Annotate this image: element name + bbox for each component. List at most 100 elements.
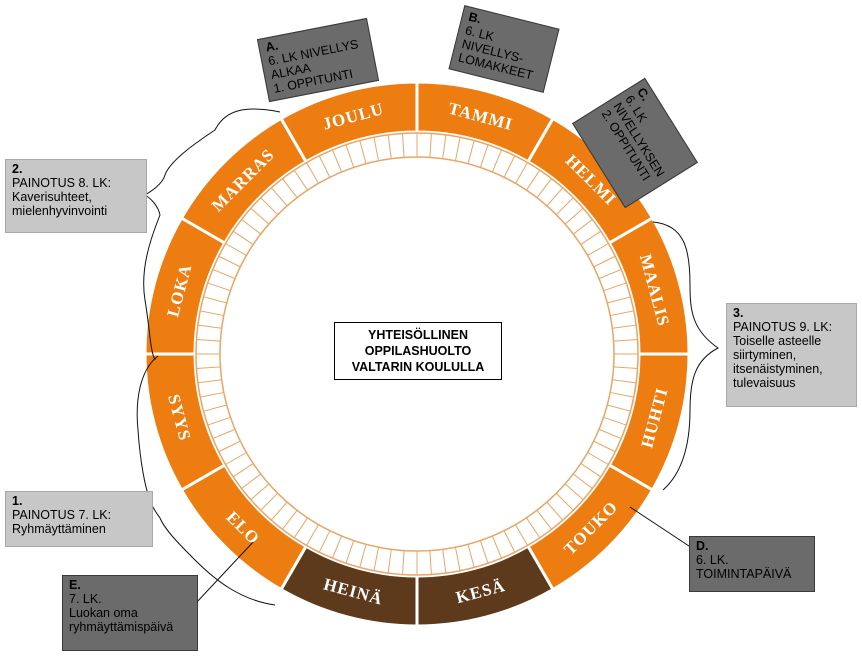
tick-line — [587, 452, 609, 465]
tick-line — [331, 535, 343, 559]
tick-line — [270, 187, 288, 207]
tick-line — [598, 268, 622, 280]
note-1-line-2: Ryhmäyttäminen — [12, 522, 106, 536]
tick-line — [218, 440, 241, 453]
tick-line — [454, 547, 461, 571]
tick-line — [260, 492, 279, 511]
tick-line — [373, 137, 380, 161]
note-3-line-2: Toiselle asteelle — [733, 334, 822, 348]
note-2-line-2: Kaverisuhteet, — [12, 190, 92, 204]
tick-line — [610, 310, 634, 317]
tick-line — [555, 492, 574, 511]
tick-line — [536, 509, 552, 530]
tick-line — [197, 324, 222, 329]
tick-line — [345, 144, 355, 168]
tick-line — [306, 162, 319, 184]
note-d-line-2: TOIMINTAPÄIVÄ — [696, 567, 792, 581]
inner-tick-ring — [195, 132, 639, 576]
note-3-letter: 3. — [733, 306, 744, 320]
tick-line — [293, 169, 308, 191]
tick-line — [503, 155, 516, 178]
tick-line — [203, 296, 227, 304]
tick-line — [402, 133, 405, 158]
center-title-line-1: YHTEISÖLLINEN — [367, 328, 468, 342]
tick-line — [359, 544, 367, 568]
note-2-letter: 2. — [12, 162, 23, 176]
tick-line — [241, 473, 262, 489]
note-e-line-1: 7. LK. — [69, 592, 102, 606]
note-d: D. 6. LK. TOIMINTAPÄIVÄ — [689, 536, 815, 592]
tick-line — [593, 255, 616, 268]
connector-note-e — [195, 539, 256, 604]
tick-line — [232, 230, 254, 245]
bracket-note-1 — [136, 355, 276, 606]
tick-line — [225, 243, 247, 256]
note-e-letter: E. — [69, 578, 81, 592]
tick-line — [580, 463, 602, 478]
center-title-line-3: VALTARIN KOULULLA — [351, 360, 485, 374]
tick-line — [607, 296, 631, 304]
tick-line — [387, 134, 392, 159]
tick-line — [429, 550, 432, 575]
tick-line — [603, 282, 627, 292]
tick-line — [572, 219, 593, 235]
bracket-note-3 — [652, 221, 719, 491]
tick-line — [207, 416, 231, 426]
month-segment-marras — [179, 116, 309, 246]
note-3-line-3: siirtyminen, — [733, 348, 797, 362]
month-segments — [143, 80, 691, 628]
note-1-line-1: PAINOTUS 7. LK: — [12, 508, 112, 522]
tick-line — [467, 140, 475, 164]
tick-line — [345, 540, 355, 564]
note-3: 3. PAINOTUS 9. LK: Toiselle asteelle sii… — [726, 303, 857, 407]
tick-line — [203, 404, 227, 412]
tick-line — [359, 140, 367, 164]
note-e: E. 7. LK. Luokan oma ryhmäyttämispäivä — [62, 575, 198, 651]
tick-line — [564, 207, 584, 225]
tick-line — [207, 282, 231, 292]
note-1: 1. PAINOTUS 7. LK: Ryhmäyttäminen — [5, 491, 153, 547]
tick-line — [593, 440, 616, 453]
tick-line — [373, 547, 380, 571]
tick-line — [603, 416, 627, 426]
tick-line — [331, 149, 343, 173]
tick-line — [200, 391, 224, 398]
tick-line — [197, 379, 222, 384]
tick-line — [387, 549, 392, 574]
tick-line — [467, 544, 475, 568]
tick-line — [536, 178, 552, 199]
tick-line — [546, 187, 564, 207]
tick-line — [491, 149, 503, 173]
tick-line — [270, 501, 288, 521]
tick-line — [580, 230, 602, 245]
tick-line — [491, 535, 503, 559]
tick-line — [212, 428, 236, 440]
tick-line — [442, 549, 447, 574]
connector-note-d — [629, 506, 696, 551]
tick-line — [564, 483, 584, 501]
note-e-line-3: ryhmäyttämispäivä — [69, 620, 174, 634]
tick-line — [196, 366, 221, 369]
note-2: 2. PAINOTUS 8. LK: Kaverisuhteet, mielen… — [5, 159, 147, 233]
tick-line — [546, 501, 564, 521]
tick-line — [402, 550, 405, 575]
tick-line — [225, 452, 247, 465]
tick-line — [429, 133, 432, 158]
center-title-box: YHTEISÖLLINEN OPPILASHUOLTO VALTARIN KOU… — [334, 322, 502, 380]
tick-line — [526, 517, 541, 539]
tick-line — [218, 255, 241, 268]
tick-line — [479, 144, 489, 168]
note-3-line-5: tulevaisuus — [733, 376, 796, 390]
tick-line — [318, 530, 331, 553]
tick-line — [454, 137, 461, 161]
tick-line — [587, 243, 609, 256]
tick-line — [196, 339, 221, 342]
tick-line — [613, 339, 638, 342]
tick-line — [479, 540, 489, 564]
tick-line — [613, 366, 638, 369]
note-3-line-4: itsenäistyminen, — [733, 362, 823, 376]
note-2-line-1: PAINOTUS 8. LK: — [12, 176, 112, 190]
center-title-line-2: OPPILASHUOLTO — [364, 344, 472, 358]
tick-line — [293, 517, 308, 539]
tick-line — [607, 404, 631, 412]
